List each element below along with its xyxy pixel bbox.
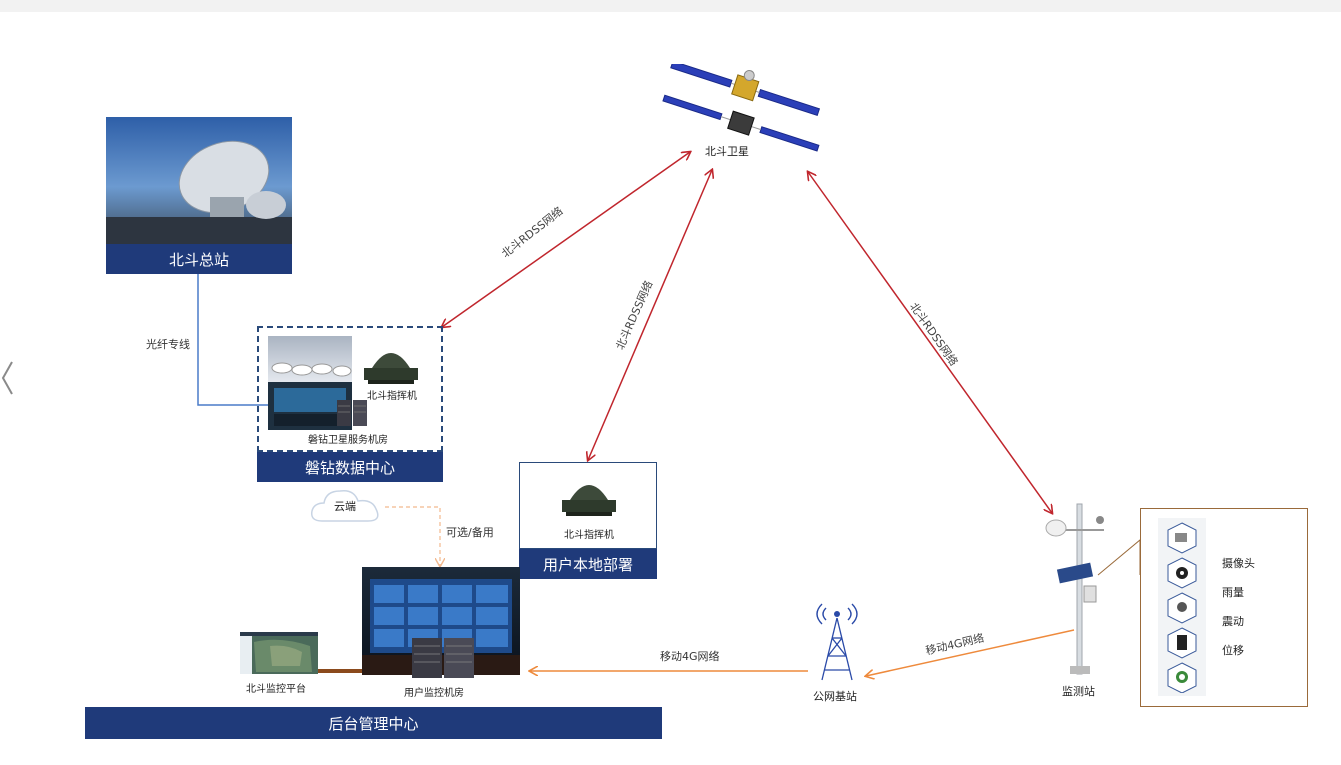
camera-icon [1168,523,1196,553]
ground-station-title: 北斗总站 [106,244,292,274]
rdss-link-datacenter [442,152,690,327]
satellite-label: 北斗卫星 [705,143,749,159]
sensor-label-rain: 雨量 [1222,578,1255,607]
optional-link-label: 可选/备用 [446,524,494,540]
monitor-platform-screenshot [240,632,318,674]
cloud-label: 云端 [334,498,356,514]
displacement-icon [1168,628,1196,658]
optional-link-line [385,507,440,566]
user-server-rack-icon [410,636,476,680]
local-commander-label: 北斗指挥机 [564,526,614,541]
local-deployment-title: 用户本地部署 [519,549,657,579]
data-center-title: 磐钻数据中心 [257,452,443,482]
sensor-label-camera: 摄像头 [1222,549,1255,578]
local-commander-icon [556,470,622,520]
mobile-label-lower: 移动4G网络 [660,648,720,664]
beidou-satellite-icon [655,64,825,154]
ground-station-photo [106,117,292,244]
sensor-label-displacement: 位移 [1222,636,1255,665]
gnss-icon [1168,663,1196,693]
monitor-station-label: 监测站 [1062,683,1095,699]
dc-commander-label: 北斗指挥机 [367,387,417,402]
monitor-station-pole-icon [1040,494,1120,684]
dc-server-room-label: 磐钻卫星服务机房 [308,431,388,446]
dish-array-photo [268,336,352,382]
fiber-link-label: 光纤专线 [146,336,190,352]
rdss-link-local [588,170,712,460]
user-server-room-label: 用户监控机房 [404,684,464,699]
cell-tower-icon [812,600,862,684]
monitor-platform-label: 北斗监控平台 [246,680,306,695]
sensor-label-vibration: 震动 [1222,607,1255,636]
rain-gauge-icon [1168,558,1196,588]
sensor-icons [1164,521,1200,693]
vibration-icon [1168,593,1196,623]
server-rack-icon [335,398,371,428]
sensor-legend: 摄像头 雨量 震动 位移 [1222,549,1255,665]
base-station-label: 公网基站 [813,688,857,704]
backend-title: 后台管理中心 [85,707,662,739]
beidou-commander-icon [358,338,424,388]
